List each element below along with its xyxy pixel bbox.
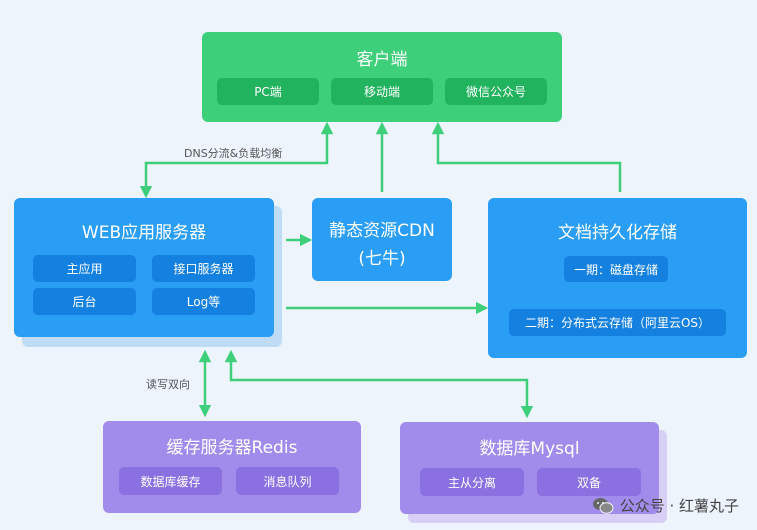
cdn-title-line2: (七牛)	[358, 249, 406, 269]
client-item-pc: PC端	[217, 78, 319, 105]
database-title: 数据库Mysql	[479, 439, 580, 459]
doc-storage-title: 文档持久化存储	[558, 223, 677, 243]
client-item-mobile: 移动端	[331, 78, 433, 105]
arrow-web-mysql	[224, 349, 534, 419]
cache-server-box: 缓存服务器Redis 数据库缓存 消息队列	[103, 421, 361, 513]
cache-server-title: 缓存服务器Redis	[166, 438, 298, 458]
arrow-dns	[139, 121, 334, 199]
web-server-title: WEB应用服务器	[81, 223, 207, 243]
cdn-title-line1: 静态资源CDN	[329, 221, 435, 241]
web-server-box: WEB应用服务器 主应用 接口服务器 后台 Log等	[14, 198, 274, 337]
client-box: 客户端 PC端 移动端 微信公众号	[202, 32, 562, 122]
storage-phase2: 二期：分布式云存储（阿里云OS）	[509, 309, 726, 336]
client-item-wechat: 微信公众号	[445, 78, 547, 105]
wechat-icon	[592, 497, 614, 514]
cache-item-db: 数据库缓存	[119, 467, 222, 495]
doc-storage-box: 文档持久化存储 一期：磁盘存储 二期：分布式云存储（阿里云OS）	[488, 198, 747, 358]
cache-item-mq: 消息队列	[236, 467, 339, 495]
rw-label: 读写双向	[146, 378, 190, 391]
web-item-log: Log等	[152, 288, 255, 315]
storage-phase1: 一期：磁盘存储	[564, 256, 668, 282]
arrow-storage-client	[431, 121, 622, 192]
watermark: 公众号 · 红薯丸子	[592, 495, 739, 516]
watermark-text: 公众号 · 红薯丸子	[619, 497, 739, 515]
web-item-main: 主应用	[33, 255, 136, 282]
client-title: 客户端	[356, 50, 408, 70]
dns-label: DNS分流&负载均衡	[184, 147, 283, 160]
web-item-api: 接口服务器	[152, 255, 255, 282]
web-item-admin: 后台	[33, 288, 136, 315]
db-item-replication: 主从分离	[420, 468, 524, 496]
db-item-backup: 双备	[537, 468, 641, 496]
cdn-box: 静态资源CDN (七牛)	[312, 198, 452, 281]
database-box: 数据库Mysql 主从分离 双备	[400, 422, 659, 514]
